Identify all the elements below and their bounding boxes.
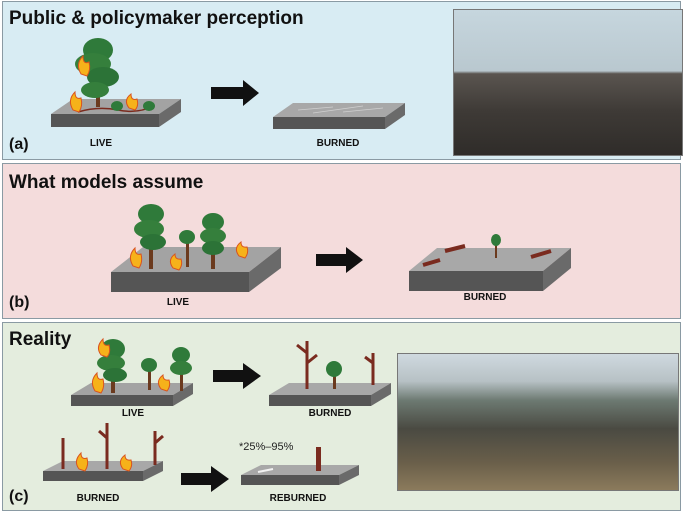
panel-models: What models assume (b) LIVE BURNED <box>2 163 681 319</box>
panel-title: What models assume <box>9 172 204 193</box>
burned-ground-slab <box>269 383 391 406</box>
live-label: LIVE <box>89 138 113 149</box>
flame-icon <box>129 240 249 271</box>
arrow-icon <box>181 466 229 492</box>
panel-perception: Public & policymaker perception (a) LIVE… <box>2 1 683 160</box>
panel-title: Reality <box>9 329 72 350</box>
burned-label: BURNED <box>308 408 352 419</box>
perception-illustration <box>51 38 405 129</box>
burned-ground-slab <box>409 248 571 291</box>
reburn-percent-annotation: *25%–95% <box>239 441 294 453</box>
arrow-icon <box>213 363 261 389</box>
burned-ground-slab <box>273 103 405 129</box>
panel-title: Public & policymaker perception <box>9 8 304 29</box>
arrow-icon <box>316 247 363 273</box>
burned-landscape-photo <box>453 9 683 156</box>
sapling-icon <box>491 234 501 258</box>
flame-icon <box>75 451 133 472</box>
dead-snag-icon <box>296 341 375 389</box>
panel-reality: Reality (c) LIVE BURNED BURNED REBURNED … <box>2 322 681 511</box>
forest-trees <box>134 204 226 269</box>
flame-icon <box>91 337 171 394</box>
panel-letter: (b) <box>9 294 30 311</box>
panel-letter: (c) <box>9 488 29 505</box>
reality-illustration <box>43 337 391 492</box>
burned-ground-slab <box>43 461 163 481</box>
burned-snag-icon <box>316 447 321 471</box>
live-ground-slab <box>71 383 193 406</box>
models-illustration <box>111 204 571 292</box>
reburned-ground-slab <box>241 465 359 485</box>
reburned-label: REBURNED <box>269 493 327 504</box>
flame-icon <box>69 54 139 113</box>
regrowth-tree-icon <box>326 361 342 389</box>
post-fire-forest-photo <box>397 353 679 491</box>
fallen-log-icon <box>422 244 552 267</box>
arrow-icon <box>211 80 259 106</box>
burned-label: BURNED <box>463 292 507 303</box>
live-label: LIVE <box>121 408 145 419</box>
shrub-icon <box>111 101 155 111</box>
burned-label: BURNED <box>76 493 120 504</box>
live-label: LIVE <box>166 297 190 308</box>
burned-label: BURNED <box>316 138 360 149</box>
panel-letter: (a) <box>9 136 29 153</box>
dead-snag-icon <box>61 423 164 469</box>
